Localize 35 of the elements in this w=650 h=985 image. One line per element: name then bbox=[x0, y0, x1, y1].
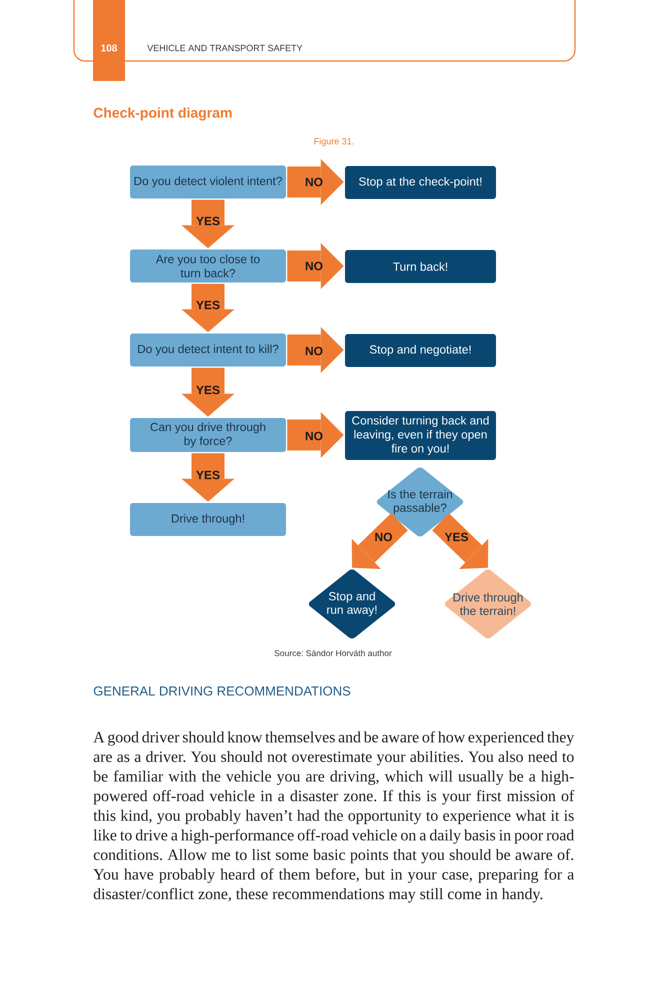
section-heading: GENERAL DRIVING RECOMMENDATIONS bbox=[94, 686, 350, 696]
block-arrow bbox=[182, 200, 234, 248]
block-arrow bbox=[287, 159, 344, 205]
edge-label: YES bbox=[196, 300, 220, 310]
action-box: Consider turning back and leaving, even if they open fire on you! bbox=[345, 411, 496, 460]
outcome-box: Drive through! bbox=[130, 503, 286, 536]
block-arrow bbox=[352, 513, 408, 569]
decision-box: Do you detect violent intent? bbox=[130, 166, 286, 198]
edge-label: NO bbox=[304, 346, 324, 356]
section-title: Check-point diagram bbox=[94, 107, 232, 121]
source-note: Source: Sándor Horváth author bbox=[274, 650, 392, 656]
decision-box: Are you too close to turn back? bbox=[130, 250, 286, 282]
edge-label: NO bbox=[304, 261, 324, 271]
figure-number: Figure 31. bbox=[314, 138, 354, 146]
running-header: VEHICLE AND TRANSPORT SAFETY bbox=[147, 44, 302, 52]
edge-label: YES bbox=[196, 385, 220, 395]
block-arrow bbox=[182, 284, 234, 332]
decision-box: Do you detect intent to kill? bbox=[130, 334, 286, 366]
edge-label: NO bbox=[304, 431, 324, 441]
action-box: Stop and negotiate! bbox=[345, 334, 496, 367]
action-box: Stop at the check-point! bbox=[345, 166, 496, 199]
page-number-tab: 108 bbox=[93, 0, 125, 81]
block-arrow bbox=[287, 412, 344, 458]
edge-label: NO bbox=[304, 177, 324, 187]
block-arrow bbox=[182, 453, 234, 502]
block-arrow bbox=[182, 368, 234, 417]
edge-label: YES bbox=[444, 532, 469, 542]
edge-label: YES bbox=[196, 470, 220, 480]
block-arrow bbox=[432, 513, 488, 569]
block-arrow bbox=[287, 327, 344, 373]
body-paragraph: A good driver should know themselves and be aware of how experienced they are as a driver. You should not overestimate your abilities. You also need to be familiar with the vehicle you are driving, which will usually be a high-powered off-road vehicle in a disaster zone. If this is your first mission of this kind, you probably haven’t had the opportunity to experience what it is like to drive a high-performance off-road vehicle on a daily basis in poor road conditions. Allow me to list some basic points that you should be aware of. You have probably heard of them before, but in your case, preparing for a disaster/conflict zone, these recommendations may still come in handy. bbox=[93, 731, 574, 903]
decision-box: Can you drive through by force? bbox=[130, 418, 286, 452]
block-arrow bbox=[287, 243, 344, 289]
edge-label: YES bbox=[196, 216, 220, 226]
action-box: Turn back! bbox=[345, 250, 496, 283]
